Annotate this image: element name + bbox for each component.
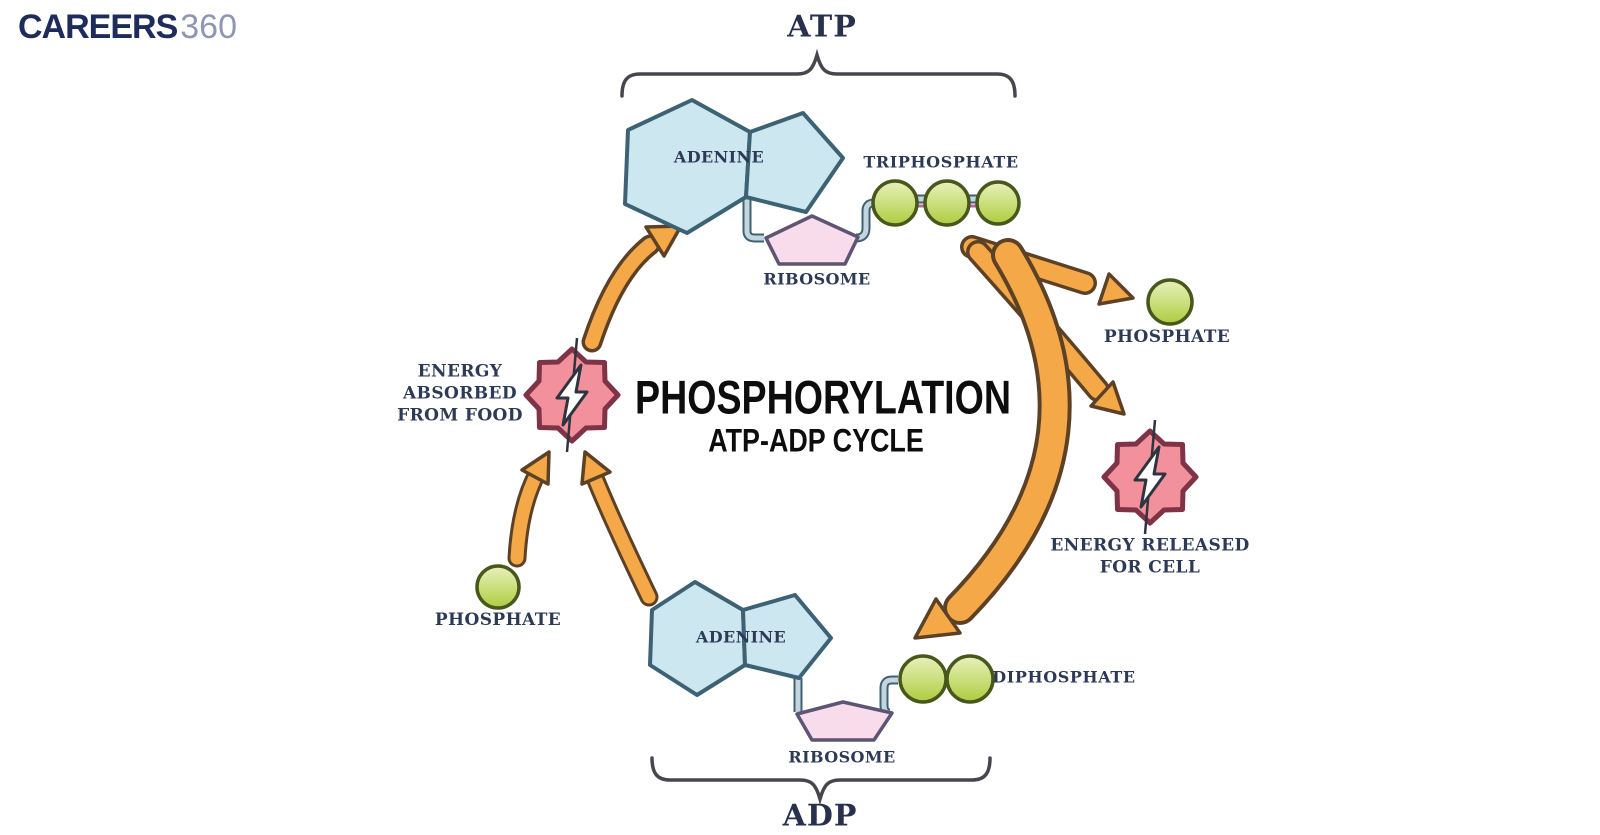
triphosphate-circle-2: [923, 179, 971, 227]
adenine-pentagon-atp: [744, 111, 845, 214]
energy-absorbed-line3: FROM FOOD: [397, 404, 523, 425]
diagram-subtitle: ATP-ADP CYCLE: [708, 422, 924, 459]
energy-burst-released-icon: [1104, 420, 1196, 534]
phosphate-circle-left: [475, 564, 521, 610]
ribosome-shape-atp: [764, 214, 860, 266]
adenine-label-adp: ADENINE: [695, 627, 787, 647]
adp-brace: [650, 756, 992, 806]
adenine-pentagon-adp: [741, 593, 833, 680]
phosphate-label-left: PHOSPHATE: [434, 609, 562, 630]
logo-text-360: 360: [180, 8, 237, 46]
diphosphate-circle-1: [898, 654, 948, 704]
adenine-label-atp: ADENINE: [673, 147, 765, 167]
arrow-atp-to-adp: [913, 238, 1072, 640]
triphosphate-circle-3: [975, 180, 1021, 226]
atp-bracket-label: ATP: [787, 9, 857, 45]
energy-burst-absorbed-icon: [526, 338, 618, 452]
diphosphate-circle-2: [945, 654, 995, 704]
energy-released-line2: FOR CELL: [1099, 557, 1201, 577]
careers360-logo: CAREERS360: [18, 10, 237, 44]
diagram-title: PHOSPHORYLATION: [634, 370, 1012, 424]
energy-absorbed-label: ENERGY ABSORBED FROM FOOD: [397, 361, 523, 426]
arrow-phosphate-to-energy: [507, 450, 551, 568]
triphosphate-circle-1: [871, 179, 919, 227]
adp-molecule: [648, 580, 995, 742]
adp-bracket-label: ADP: [782, 798, 858, 834]
energy-released-label: ENERGY RELEASED FOR CELL: [1050, 535, 1249, 579]
logo-text-careers: CAREERS: [18, 8, 178, 46]
phosphate-circle-right: [1146, 278, 1194, 326]
arrow-energy-to-atp: [581, 224, 683, 353]
arrow-adp-to-energy: [580, 450, 659, 607]
energy-released-line1: ENERGY RELEASED: [1050, 535, 1250, 556]
energy-absorbed-line2: ABSORBED: [402, 383, 518, 404]
ribosome-shape-adp: [795, 700, 894, 742]
triphosphate-label: TRIPHOSPHATE: [863, 152, 1019, 172]
atp-brace: [620, 48, 1017, 98]
energy-absorbed-line1: ENERGY: [417, 361, 503, 382]
ribosome-label-adp: RIBOSOME: [788, 747, 896, 767]
diphosphate-label: DIPHOSPHATE: [992, 667, 1136, 687]
phosphate-label-right: PHOSPHATE: [1103, 326, 1231, 347]
ribosome-label-atp: RIBOSOME: [763, 269, 871, 289]
atp-molecule: [623, 98, 1021, 266]
